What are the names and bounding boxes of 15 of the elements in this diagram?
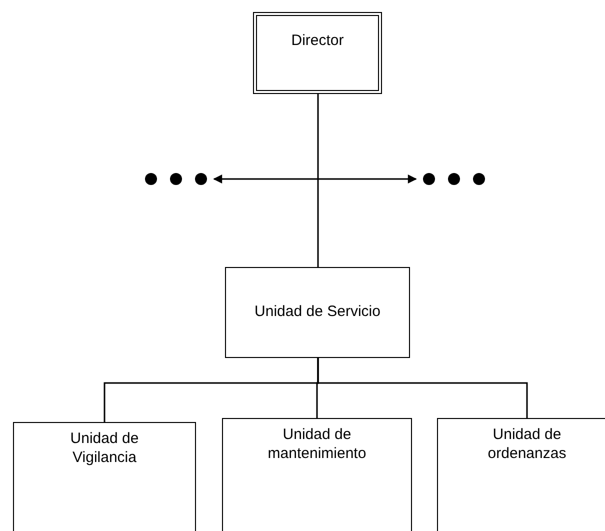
org-box bbox=[222, 418, 412, 531]
ellipsis-dots-icon bbox=[142, 170, 210, 188]
box-label: Director bbox=[291, 32, 344, 51]
box-label: Unidad de mantenimiento bbox=[266, 426, 368, 464]
org-box bbox=[13, 422, 196, 531]
org-box bbox=[437, 418, 605, 531]
org-box bbox=[253, 12, 382, 94]
connector-line bbox=[317, 358, 528, 418]
box-label: Unidad de Vigilancia bbox=[69, 430, 140, 468]
box-label: Unidad de Servicio bbox=[254, 303, 380, 322]
connector-line bbox=[317, 94, 319, 267]
ellipsis-dots-icon bbox=[420, 170, 488, 188]
box-label: Unidad de ordenanzas bbox=[486, 426, 568, 464]
org-box bbox=[225, 267, 410, 358]
double-headed-arrow bbox=[213, 174, 417, 184]
